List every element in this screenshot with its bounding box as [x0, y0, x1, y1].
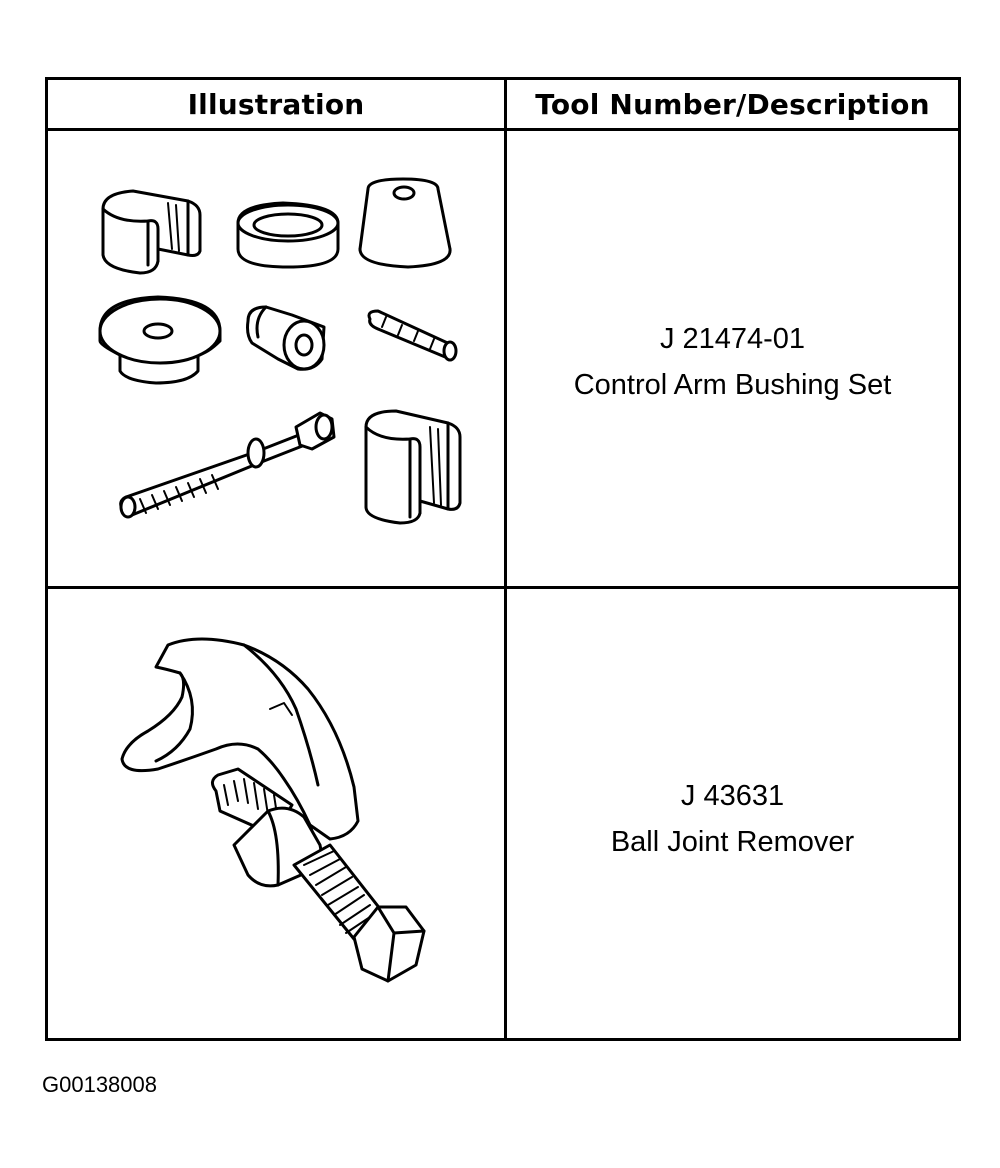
tool-table: Illustration Tool Number/Description — [45, 77, 961, 1041]
figure-code: G00138008 — [42, 1072, 157, 1097]
cone-adapter-icon — [358, 177, 452, 269]
header-divider — [48, 128, 958, 131]
control-arm-bushing-set-icon — [48, 131, 504, 586]
header-tool-description: Tool Number/Description — [535, 87, 930, 121]
tool-description-row-2: J 43631 Ball Joint Remover — [507, 773, 958, 865]
tool-description: Ball Joint Remover — [610, 826, 855, 858]
row-divider — [48, 586, 958, 589]
tool-description: Control Arm Bushing Set — [573, 369, 892, 401]
tool-description-row-1: J 21474-01 Control Arm Bushing Set — [507, 316, 958, 408]
tool-number: J 43631 — [680, 780, 785, 812]
header-illustration: Illustration — [187, 87, 365, 121]
column-divider — [504, 80, 507, 1038]
pilot-pin-icon — [367, 309, 458, 362]
spacer-ring-icon — [236, 201, 340, 269]
sleeve-adapter-icon — [246, 305, 326, 371]
receiver-cup-2-icon — [364, 409, 462, 525]
tool-number: J 21474-01 — [659, 323, 806, 355]
ball-joint-remover-icon — [48, 589, 504, 1038]
flange-plate-icon — [98, 295, 222, 385]
receiver-cup-icon — [101, 189, 202, 275]
forcing-screw-icon — [119, 411, 336, 519]
